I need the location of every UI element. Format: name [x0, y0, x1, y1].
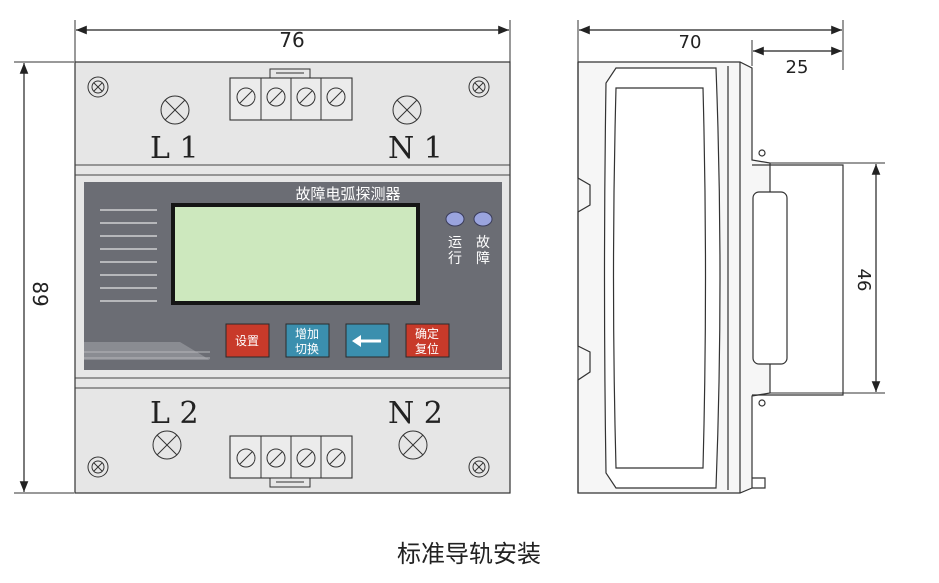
terminal-screw-icon — [236, 87, 256, 107]
terminal-label-n1: N 1 — [388, 131, 443, 166]
terminal-screw-icon — [266, 448, 286, 468]
control-panel: 故障电弧探测器 运 行 故 — [84, 182, 502, 370]
front-view: 76 89 — [14, 20, 511, 494]
mounting-screw-icon — [468, 76, 490, 98]
terminal-label-l2: L 2 — [150, 396, 199, 431]
settings-button[interactable]: 设置 — [225, 323, 270, 358]
settings-button-label: 设置 — [235, 334, 259, 348]
caption: 标准导轨安装 — [397, 540, 541, 568]
terminal-screw-icon — [236, 448, 256, 468]
run-led-icon — [445, 211, 465, 227]
increase-label: 增加 — [295, 327, 319, 341]
fault-label-line1: 故 — [476, 235, 490, 251]
width-dimension: 76 — [74, 20, 511, 62]
depth-dimension: 70 — [577, 20, 844, 70]
vent-lines — [100, 209, 157, 302]
lcd-screen — [171, 203, 420, 305]
left-arrow-icon — [352, 335, 381, 347]
fault-led-icon — [473, 211, 493, 227]
step-value: 25 — [786, 57, 809, 78]
height-dimension: 89 — [14, 61, 74, 494]
rail-dimension: 46 — [770, 162, 885, 394]
switch-label: 切换 — [295, 342, 319, 356]
run-label-line2: 行 — [448, 251, 462, 267]
increase-switch-button[interactable]: 增加 切换 — [285, 323, 330, 358]
depth-value: 70 — [679, 32, 702, 53]
terminal-screw-icon — [296, 448, 316, 468]
terminal-label-l1: L 1 — [150, 131, 199, 166]
terminal-screw-icon — [296, 87, 316, 107]
mounting-screw-icon — [87, 76, 109, 98]
terminal-screw-icon — [326, 448, 346, 468]
wire-screw-icon — [392, 95, 422, 125]
top-terminal-block — [229, 68, 353, 121]
width-value: 76 — [279, 28, 304, 52]
wire-screw-icon — [160, 95, 190, 125]
mounting-screw-icon — [468, 456, 490, 478]
terminal-screw-icon — [326, 87, 346, 107]
mounting-screw-icon — [87, 456, 109, 478]
bottom-terminal-block — [229, 435, 353, 488]
rail-value: 46 — [853, 269, 874, 292]
run-indicator: 运 行 — [445, 211, 465, 267]
run-label-line1: 运 — [448, 235, 462, 251]
side-view: 70 25 46 — [577, 20, 885, 494]
side-housing — [577, 61, 844, 494]
step-dimension: 25 — [751, 40, 842, 78]
terminal-screw-icon — [266, 87, 286, 107]
terminal-label-n2: N 2 — [388, 396, 443, 431]
height-value: 89 — [28, 281, 52, 306]
back-button[interactable] — [345, 323, 390, 358]
confirm-label: 确定 — [415, 326, 439, 341]
confirm-reset-button[interactable]: 确定 复位 — [405, 323, 450, 358]
wire-screw-icon — [398, 430, 428, 460]
fault-indicator: 故 障 — [473, 211, 493, 267]
wire-screw-icon — [152, 430, 182, 460]
device-title: 故障电弧探测器 — [295, 185, 400, 203]
reset-label: 复位 — [415, 341, 439, 356]
fault-label-line2: 障 — [476, 251, 490, 267]
